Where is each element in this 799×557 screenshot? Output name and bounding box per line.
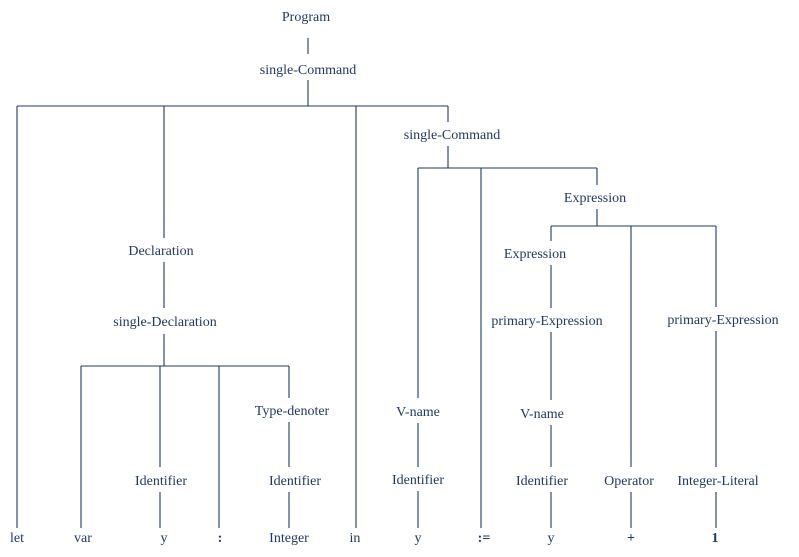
node-identifier-y-decl: Identifier — [135, 474, 187, 489]
terminal-assign: := — [478, 531, 491, 546]
node-primary-expression-left: primary-Expression — [491, 314, 602, 329]
node-v-name-operand: V-name — [520, 407, 564, 422]
terminal-y-decl: y — [161, 531, 168, 546]
node-declaration: Declaration — [128, 244, 193, 259]
node-single-command-root: single-Command — [260, 63, 356, 78]
terminal-integer: Integer — [269, 531, 309, 546]
terminal-var: var — [74, 531, 92, 546]
node-identifier-type: Identifier — [269, 474, 321, 489]
terminal-y-operand: y — [548, 531, 555, 546]
node-expression-inner: Expression — [504, 247, 566, 262]
node-identifier-target: Identifier — [392, 473, 444, 488]
node-operator: Operator — [604, 474, 654, 489]
terminal-one: 1 — [712, 531, 719, 546]
node-single-declaration: single-Declaration — [113, 315, 216, 330]
terminal-symbols: let var y : Integer in y := y + 1 — [10, 531, 719, 546]
node-program: Program — [282, 10, 330, 25]
nonterminal-labels: Program single-Command Declaration singl… — [113, 10, 778, 489]
node-expression-outer: Expression — [564, 191, 626, 206]
tree-edges — [16, 38, 717, 528]
terminal-colon: : — [218, 531, 223, 546]
terminal-plus: + — [627, 531, 635, 546]
terminal-in: in — [350, 531, 361, 546]
node-v-name-target: V-name — [396, 405, 440, 420]
node-integer-literal: Integer-Literal — [677, 474, 758, 489]
terminal-let: let — [10, 531, 24, 546]
node-identifier-operand: Identifier — [516, 474, 568, 489]
node-type-denoter: Type-denoter — [255, 404, 330, 419]
node-single-command-inner: single-Command — [404, 128, 500, 143]
terminal-y-target: y — [415, 531, 422, 546]
node-primary-expression-right: primary-Expression — [667, 313, 778, 328]
